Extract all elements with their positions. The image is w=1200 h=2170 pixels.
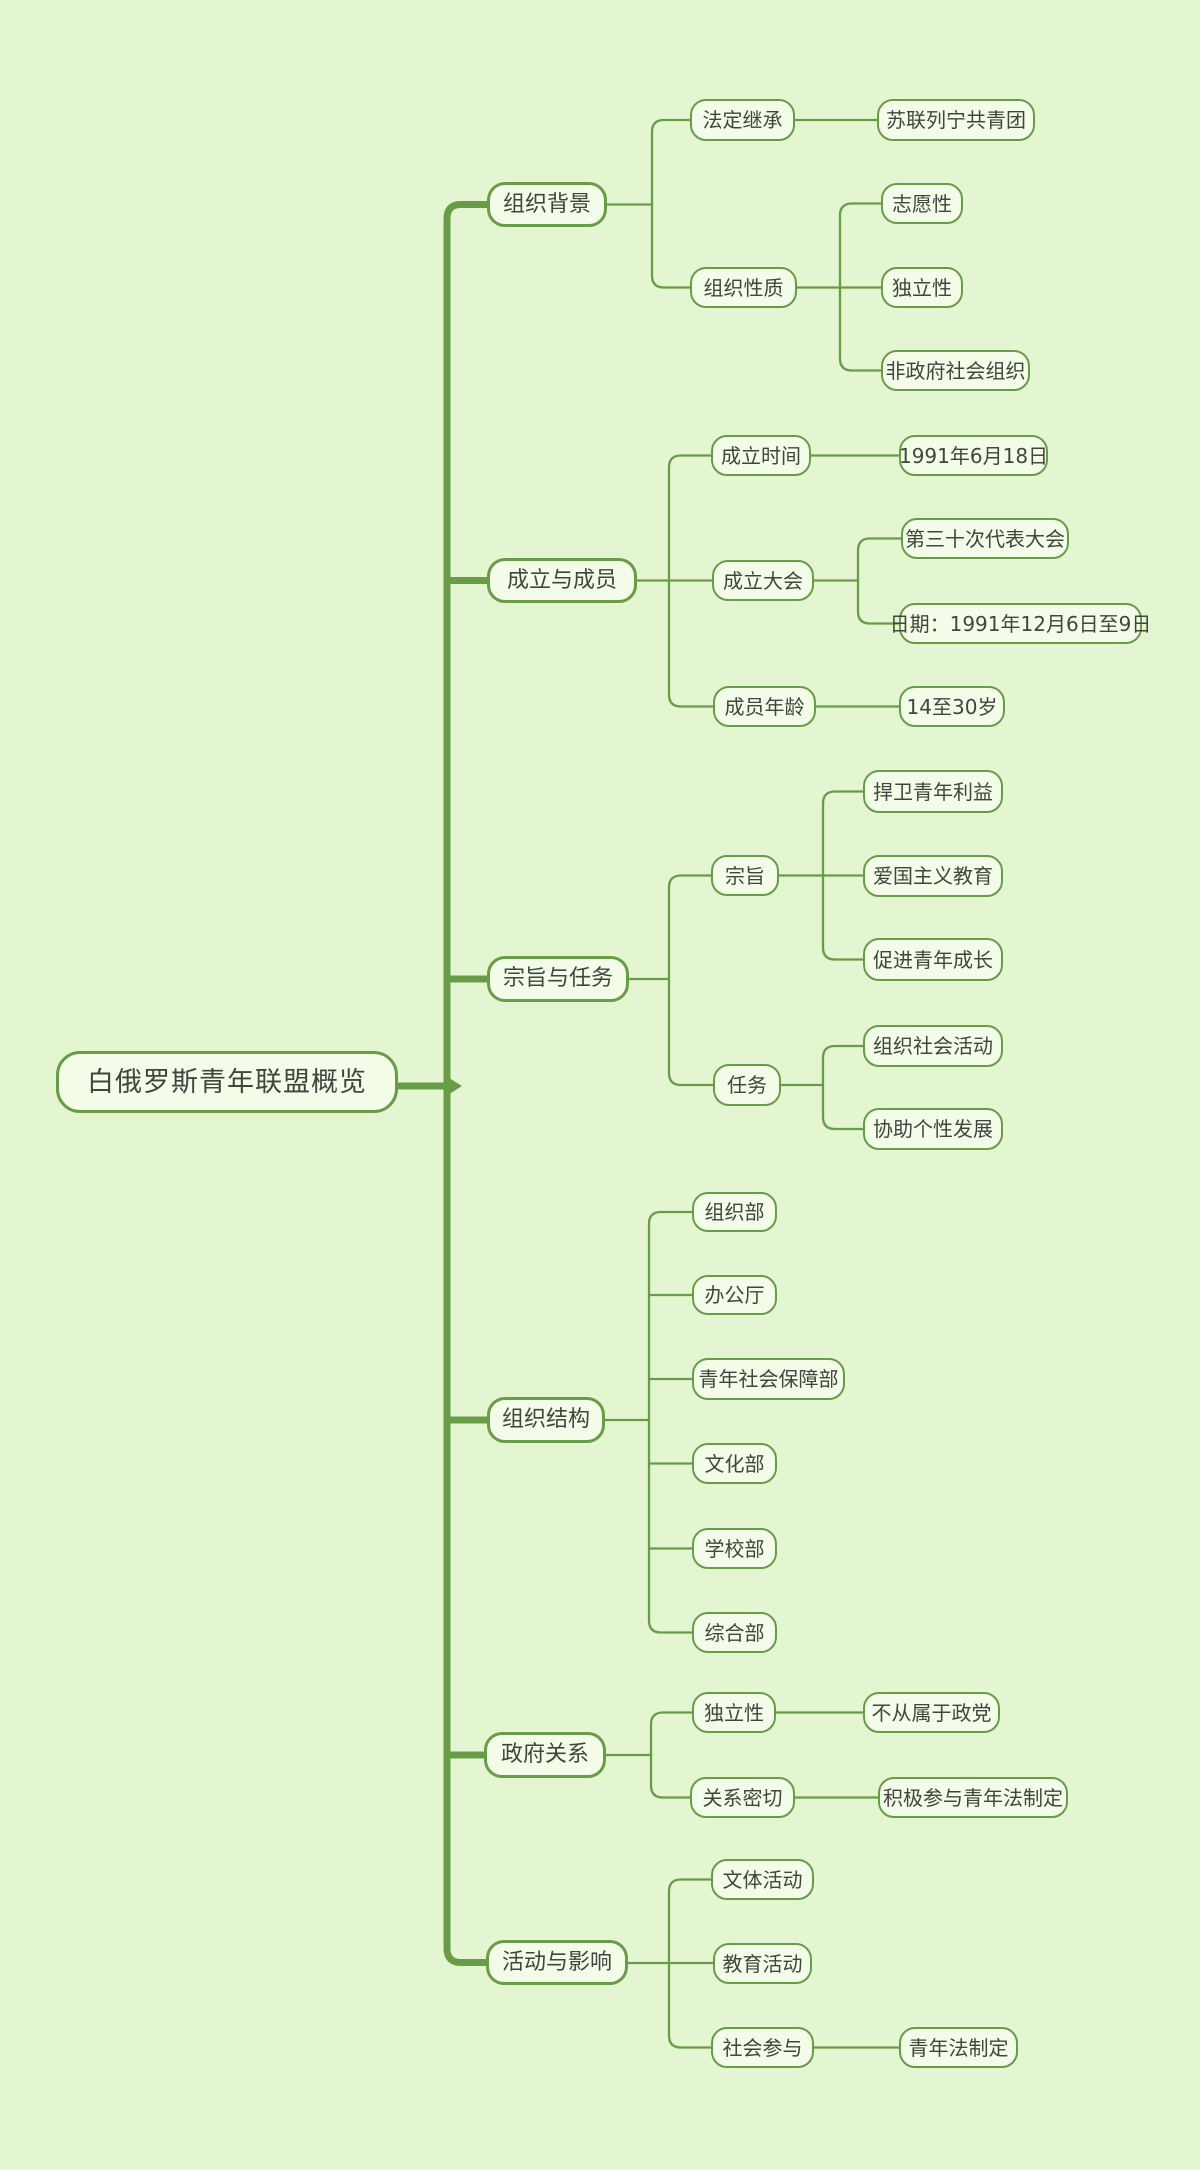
node-youth-social-security-dept[interactable]: 青年社会保障部 [692,1358,845,1400]
node-ngo[interactable]: 非政府社会组织 [881,350,1030,391]
riser-activities-influence [667,1878,711,2049]
node-30th-congress[interactable]: 第三十次代表大会 [901,518,1069,559]
node-age-range[interactable]: 14至30岁 [899,686,1005,727]
node-tasks[interactable]: 任务 [713,1064,781,1106]
riser-founding-congress [856,537,901,625]
node-org-nature[interactable]: 组织性质 [690,267,797,308]
riser-org-background [650,118,690,289]
trunk-arrow-tip [450,1078,462,1094]
riser-purpose-tasks [667,874,713,1087]
node-not-subordinate-to-party[interactable]: 不从属于政党 [863,1692,1000,1733]
node-date-1991-06-18[interactable]: 1991年6月18日 [899,435,1048,476]
node-patriotic-education[interactable]: 爱国主义教育 [863,855,1003,897]
riser-government-relations [649,1711,692,1799]
trunk-spine [443,201,487,1966]
node-organization-dept[interactable]: 组织部 [692,1192,777,1232]
node-purpose-tasks[interactable]: 宗旨与任务 [487,956,629,1002]
node-independent[interactable]: 独立性 [881,267,963,308]
node-defend-youth-interests[interactable]: 捍卫青年利益 [863,770,1003,813]
node-organize-social-activities[interactable]: 组织社会活动 [863,1025,1003,1067]
node-comprehensive-dept[interactable]: 综合部 [692,1612,777,1653]
node-root-overview[interactable]: 白俄罗斯青年联盟概览 [56,1051,398,1113]
riser-org-nature [838,202,881,372]
node-founding-date[interactable]: 成立时间 [711,435,811,476]
node-founding-congress[interactable]: 成立大会 [712,560,814,601]
node-education-activities[interactable]: 教育活动 [713,1943,812,1984]
node-legal-succession[interactable]: 法定继承 [690,99,795,141]
node-activities-influence[interactable]: 活动与影响 [486,1940,628,1985]
node-soviet-komsomol[interactable]: 苏联列宁共青团 [877,99,1035,141]
node-independence[interactable]: 独立性 [692,1692,776,1733]
node-congress-dates[interactable]: 日期：1991年12月6日至9日 [890,603,1151,644]
riser-founding-members [667,454,713,708]
node-voluntary[interactable]: 志愿性 [881,183,963,224]
node-founding-members[interactable]: 成立与成员 [487,558,637,603]
node-purpose[interactable]: 宗旨 [711,855,779,896]
riser-purpose [821,790,863,961]
node-close-relations[interactable]: 关系密切 [690,1777,795,1818]
node-org-background[interactable]: 组织背景 [487,182,607,227]
node-culture-dept[interactable]: 文化部 [692,1443,777,1484]
node-org-structure[interactable]: 组织结构 [487,1397,605,1443]
node-sports-culture-activities[interactable]: 文体活动 [711,1859,814,1900]
node-promote-youth-growth[interactable]: 促进青年成长 [863,938,1003,981]
node-youth-law-making[interactable]: 青年法制定 [899,2027,1018,2068]
node-school-dept[interactable]: 学校部 [692,1528,777,1569]
node-assist-personality-development[interactable]: 协助个性发展 [863,1108,1003,1150]
node-general-office[interactable]: 办公厅 [692,1275,777,1315]
node-government-relations[interactable]: 政府关系 [484,1732,606,1778]
riser-org-structure [647,1210,692,1634]
node-social-participation[interactable]: 社会参与 [711,2027,814,2068]
node-member-age[interactable]: 成员年龄 [713,686,816,727]
riser-tasks [821,1044,863,1131]
node-participate-youth-law[interactable]: 积极参与青年法制定 [878,1777,1068,1818]
